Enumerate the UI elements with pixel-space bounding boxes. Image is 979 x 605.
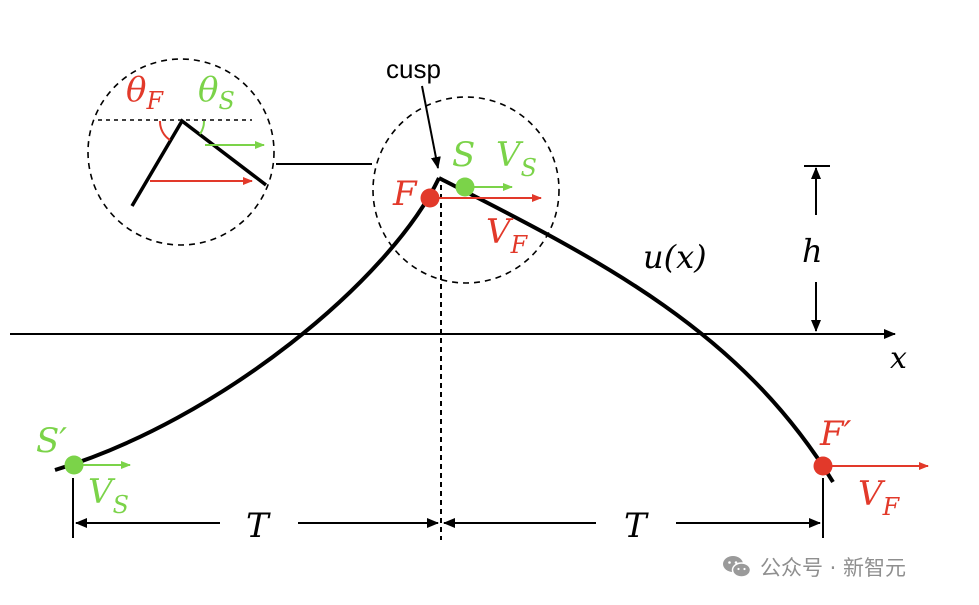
- V-F-label-right: VF: [858, 474, 901, 521]
- cusp-arrow: [421, 85, 441, 169]
- V-S-label-cusp: VS: [496, 135, 537, 182]
- u-of-x-label: u(x): [643, 238, 707, 276]
- inset-theta-S-arc: [199, 120, 206, 135]
- S-prime-label: S′: [36, 421, 67, 461]
- theta-S-label: θS: [198, 70, 235, 115]
- x-axis-label: x: [890, 341, 907, 376]
- cusp-label: cusp: [386, 54, 441, 84]
- S-prime-point: [64, 455, 84, 475]
- T-left-label: T: [246, 506, 271, 546]
- T-right-label: T: [624, 506, 649, 546]
- theta-F-label: θF: [126, 70, 164, 115]
- S-label: S: [452, 135, 475, 175]
- zoom-circle-cusp: [372, 96, 560, 284]
- S-point: [455, 177, 475, 197]
- curve-right-branch: [438, 176, 835, 484]
- watermark-text: 公众号 · 新智元: [760, 556, 907, 580]
- inset-theta-F-arc: [158, 120, 171, 141]
- curve-left-branch: [54, 177, 441, 472]
- F-prime-label: F′: [819, 414, 852, 454]
- F-prime-point: [813, 456, 833, 476]
- F-label: F: [392, 174, 418, 214]
- V-F-label-cusp: VF: [486, 212, 529, 259]
- F-point: [420, 188, 440, 208]
- h-label: h: [802, 232, 823, 270]
- inset-circle: [87, 58, 275, 246]
- watermark: 公众号 · 新智元: [722, 552, 906, 582]
- V-S-label-left: VS: [88, 472, 129, 519]
- inset-cusp-lines: [130, 118, 268, 207]
- wechat-icon: [723, 556, 752, 578]
